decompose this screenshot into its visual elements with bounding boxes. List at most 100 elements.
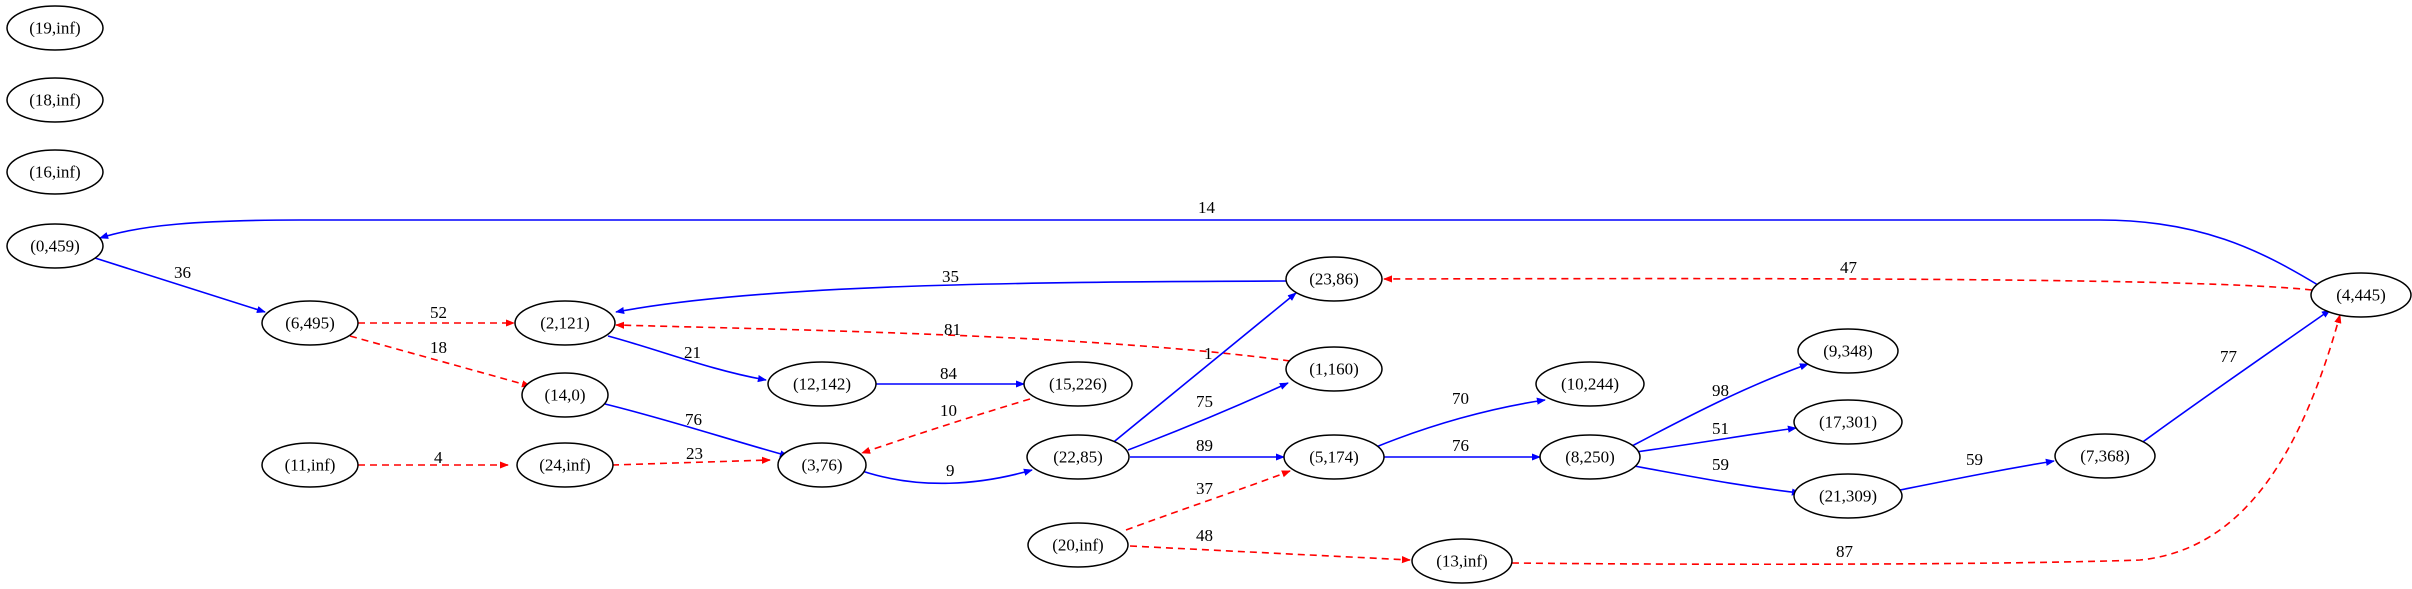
edge-label-6-to-14: 18 xyxy=(430,338,447,357)
edge-8-to-17 xyxy=(1635,425,1797,453)
node-label-13: (13,inf) xyxy=(1436,552,1487,571)
node-label-23: (23,86) xyxy=(1309,270,1359,289)
edge-0-to-6 xyxy=(94,257,266,313)
edge-label-20-to-13: 48 xyxy=(1196,526,1213,545)
edge-label-0-to-6: 36 xyxy=(174,263,191,282)
graph-node-23: (23,86) xyxy=(1285,256,1383,302)
edge-label-3-to-22: 9 xyxy=(946,461,955,480)
graph-node-5: (5,174) xyxy=(1283,434,1385,480)
node-label-9: (9,348) xyxy=(1823,342,1873,361)
edge-15-to-3 xyxy=(861,398,1031,454)
node-label-19: (19,inf) xyxy=(29,19,80,38)
node-label-11: (11,inf) xyxy=(285,456,336,475)
node-label-7: (7,368) xyxy=(2080,447,2130,466)
edge-7-to-4 xyxy=(2139,309,2331,445)
edge-13-to-4 xyxy=(1511,314,2342,566)
graph-node-9: (9,348) xyxy=(1797,328,1899,374)
graph-node-14: (14,0) xyxy=(521,372,609,418)
node-label-15: (15,226) xyxy=(1049,375,1107,394)
graph-node-22: (22,85) xyxy=(1026,434,1130,480)
graph-node-24: (24,inf) xyxy=(516,442,614,488)
edge-label-20-to-5: 37 xyxy=(1196,479,1214,498)
edge-label-2-to-12: 21 xyxy=(684,343,701,362)
graph-node-8: (8,250) xyxy=(1539,434,1641,480)
nodes-layer: (19,inf) (18,inf) (16,inf) (0,459) (6,49… xyxy=(6,5,2412,584)
node-label-17: (17,301) xyxy=(1819,413,1877,432)
edges-layer xyxy=(94,219,2342,566)
graph-node-10: (10,244) xyxy=(1535,361,1645,407)
graph-node-16: (16,inf) xyxy=(6,149,104,195)
edge-label-21-to-7: 59 xyxy=(1966,450,1983,469)
edge-labels-layer: 14 36 52 18 35 81 21 84 76 10 4 23 9 1 7… xyxy=(174,198,2238,561)
node-label-1: (1,160) xyxy=(1309,360,1359,379)
node-label-16: (16,inf) xyxy=(29,163,80,182)
node-label-8: (8,250) xyxy=(1565,448,1615,467)
node-label-24: (24,inf) xyxy=(539,456,590,475)
node-label-2: (2,121) xyxy=(540,314,590,333)
edge-label-12-to-15: 84 xyxy=(940,364,958,383)
edge-5-to-10 xyxy=(1375,397,1546,448)
edge-label-15-to-3: 10 xyxy=(940,401,957,420)
node-label-0: (0,459) xyxy=(30,237,80,256)
node-label-10: (10,244) xyxy=(1561,375,1619,394)
graph-node-20: (20,inf) xyxy=(1027,522,1129,568)
graph-node-17: (17,301) xyxy=(1793,399,1903,445)
edge-label-8-to-21: 59 xyxy=(1712,455,1729,474)
node-label-3: (3,76) xyxy=(801,456,842,475)
edge-label-8-to-17: 51 xyxy=(1712,419,1729,438)
edge-label-5-to-8: 76 xyxy=(1452,436,1469,455)
node-label-22: (22,85) xyxy=(1053,448,1103,467)
edge-label-14-to-3: 76 xyxy=(685,410,702,429)
graph-node-15: (15,226) xyxy=(1023,361,1133,407)
edge-1-to-2 xyxy=(615,321,1291,362)
edge-label-11-to-24: 4 xyxy=(434,448,443,467)
edge-22-to-1 xyxy=(1127,382,1289,451)
edge-2-to-12 xyxy=(607,335,767,383)
edge-label-8-to-9: 98 xyxy=(1712,381,1729,400)
graph-node-4: (4,445) xyxy=(2310,272,2412,318)
graph-node-6: (6,495) xyxy=(261,300,359,346)
graph-node-12: (12,142) xyxy=(767,361,877,407)
node-label-6: (6,495) xyxy=(285,314,335,333)
graph-node-21: (21,309) xyxy=(1793,473,1903,519)
edge-8-to-21 xyxy=(1633,465,1801,496)
graph-node-18: (18,inf) xyxy=(6,77,104,123)
graph-node-1: (1,160) xyxy=(1285,346,1383,392)
node-label-5: (5,174) xyxy=(1309,448,1359,467)
node-label-20: (20,inf) xyxy=(1052,536,1103,555)
graph-node-7: (7,368) xyxy=(2054,433,2156,479)
node-label-18: (18,inf) xyxy=(29,91,80,110)
edge-label-22-to-23: 1 xyxy=(1204,344,1213,363)
node-label-12: (12,142) xyxy=(793,375,851,394)
edge-label-4-to-23: 47 xyxy=(1840,258,1858,277)
graph-node-2: (2,121) xyxy=(514,300,616,346)
edge-label-13-to-4: 87 xyxy=(1836,542,1854,561)
edge-24-to-3 xyxy=(611,456,771,466)
edge-label-23-to-2: 35 xyxy=(942,267,959,286)
edge-4-to-0 xyxy=(99,219,2319,286)
graph-node-19: (19,inf) xyxy=(6,5,104,51)
edge-label-7-to-4: 77 xyxy=(2220,347,2238,366)
edge-label-24-to-3: 23 xyxy=(686,444,703,463)
edge-20-to-5 xyxy=(1125,470,1291,531)
edge-22-to-23 xyxy=(1109,292,1297,446)
edge-21-to-7 xyxy=(1899,458,2055,491)
edge-label-1-to-2: 81 xyxy=(944,320,961,339)
edge-23-to-2 xyxy=(615,280,1289,315)
graph-node-0: (0,459) xyxy=(6,223,104,269)
edge-3-to-22 xyxy=(861,468,1033,485)
node-label-4: (4,445) xyxy=(2336,286,2386,305)
edge-20-to-13 xyxy=(1129,545,1411,564)
node-label-21: (21,309) xyxy=(1819,487,1877,506)
graph-node-11: (11,inf) xyxy=(261,442,359,488)
edge-14-to-3 xyxy=(604,403,789,458)
edge-label-6-to-2: 52 xyxy=(430,303,447,322)
edge-label-22-to-5: 89 xyxy=(1196,436,1213,455)
edge-label-4-to-0: 14 xyxy=(1198,198,1216,217)
node-label-14: (14,0) xyxy=(544,386,585,405)
graph-node-13: (13,inf) xyxy=(1411,538,1513,584)
edge-4-to-23 xyxy=(1383,275,2313,291)
edge-label-5-to-10: 70 xyxy=(1452,389,1469,408)
edge-label-22-to-1: 75 xyxy=(1196,392,1213,411)
